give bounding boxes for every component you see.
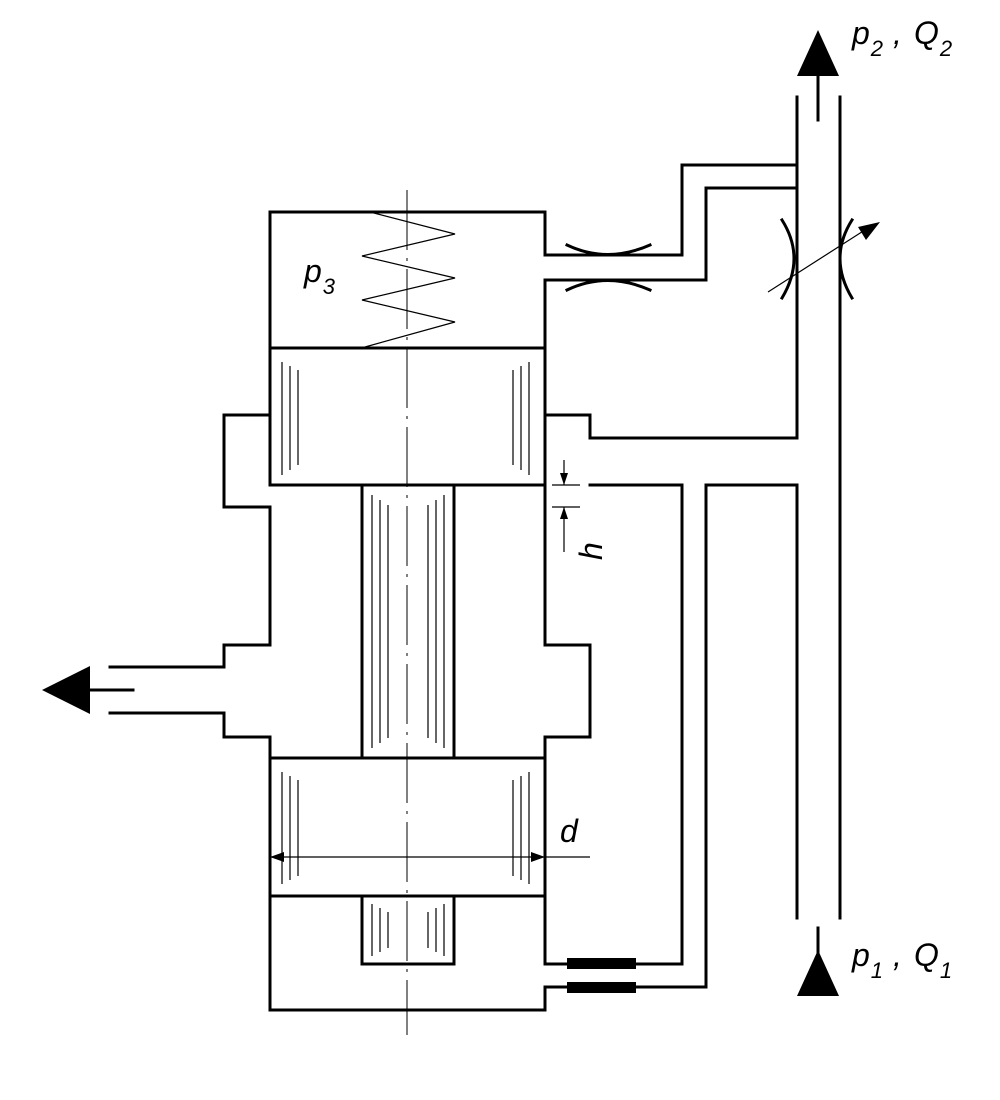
chamber-pressure-label: p3 (303, 253, 336, 299)
spring-chamber (268, 210, 547, 350)
lower-stub (360, 894, 456, 966)
outlet-arrow-icon (42, 666, 90, 714)
left-housing-lower (108, 711, 272, 760)
inlet-label: p1,Q1 (851, 937, 952, 983)
adjust-arrow-line (767, 227, 869, 293)
bottom-arrow-icon (797, 950, 839, 996)
diameter-arrow-right-icon (531, 852, 545, 862)
stem-hatch (371, 495, 445, 748)
spring-icon (361, 211, 456, 348)
adjustable-throttle-left (779, 217, 796, 301)
outlet-label: p2,Q2 (851, 15, 952, 61)
top-arrow-icon (797, 30, 839, 76)
lower-stub-hatch (371, 904, 445, 956)
lower-piston-hatch (281, 772, 530, 884)
throttle-lower (565, 279, 652, 292)
gap-arrow-top-icon (560, 473, 568, 485)
diameter-label: d (560, 813, 579, 849)
upper-piston-hatch (281, 362, 530, 475)
gap-label: h (573, 542, 609, 560)
diameter-arrow-left-icon (270, 852, 284, 862)
pilot-line-outer (543, 483, 799, 989)
adjust-arrow-icon (858, 222, 880, 240)
top-line-outer (543, 163, 799, 257)
right-housing-upper (543, 95, 799, 440)
adjustable-throttle-right (838, 217, 855, 301)
left-housing-upper (108, 413, 272, 669)
top-line-inner (543, 186, 799, 282)
lower-chamber (268, 894, 547, 1012)
pilot-line-inner (543, 483, 684, 966)
damper-lower (567, 982, 636, 993)
throttle-upper (565, 243, 652, 256)
piston-stem (360, 483, 456, 760)
right-housing-middle (543, 483, 592, 760)
damper-upper (567, 958, 636, 969)
gap-arrow-bottom-icon (560, 507, 568, 519)
